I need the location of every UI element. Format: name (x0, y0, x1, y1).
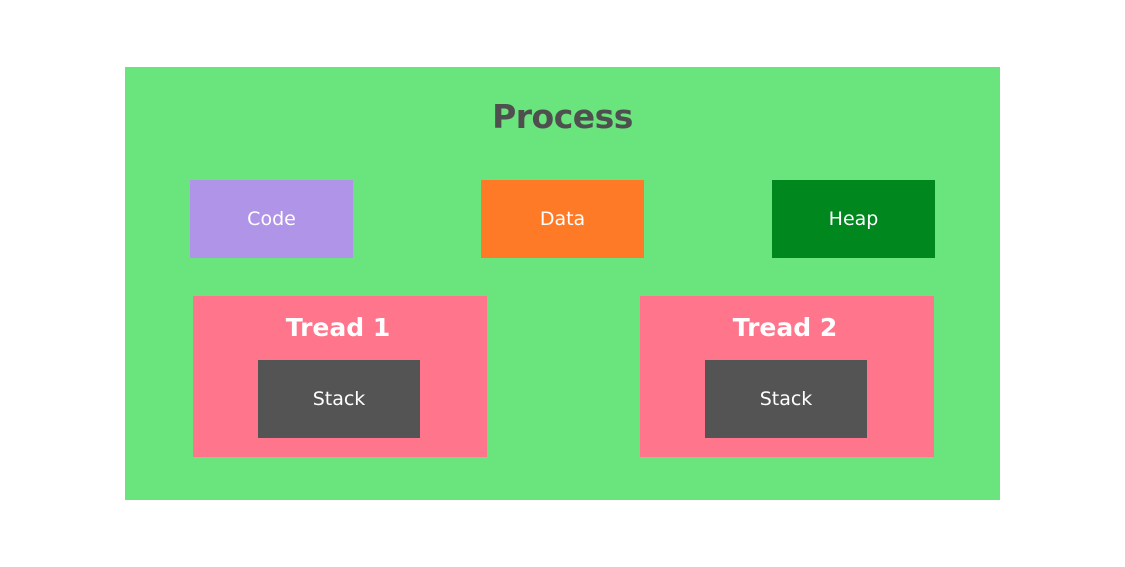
thread-2-stack: Stack (705, 360, 867, 438)
data-segment: Data (481, 180, 644, 258)
process-title: Process (492, 97, 633, 136)
thread-2-title: Tread 2 (732, 313, 838, 342)
code-segment: Code (190, 180, 353, 258)
heap-segment-label: Heap (828, 208, 879, 230)
heap-segment: Heap (772, 180, 935, 258)
data-segment-label: Data (539, 208, 586, 230)
thread-1-stack: Stack (258, 360, 420, 438)
thread-1-stack-label: Stack (312, 388, 366, 410)
thread-2-stack-label: Stack (759, 388, 813, 410)
thread-1-title: Tread 1 (285, 313, 391, 342)
process-box: Process Code Data Heap Tread 1 Stack Tre… (125, 67, 1000, 500)
code-segment-label: Code (247, 208, 296, 230)
thread-1-box: Tread 1 Stack (193, 296, 487, 457)
thread-2-box: Tread 2 Stack (640, 296, 934, 457)
